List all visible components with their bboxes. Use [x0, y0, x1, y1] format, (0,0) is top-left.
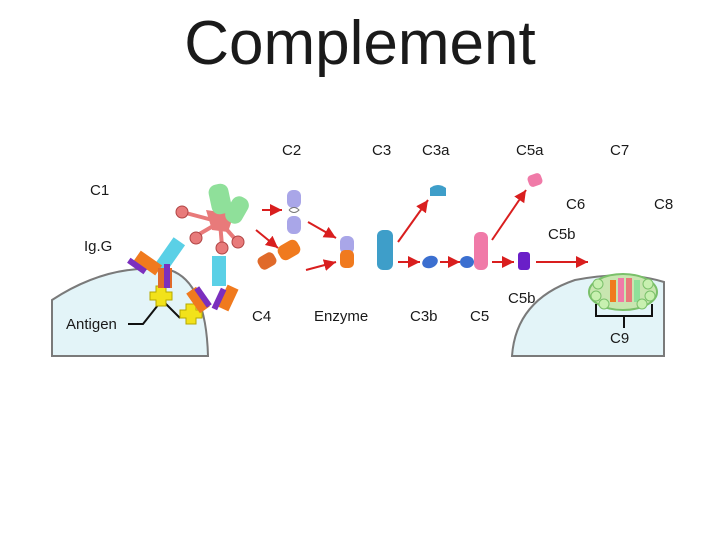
c3-protein-icon	[377, 230, 393, 270]
c9-membrane-attack-complex-icon	[588, 273, 658, 311]
label-igg: Ig.G	[84, 238, 113, 255]
label-antigen: Antigen	[66, 316, 117, 333]
igg-antibody-icon	[127, 237, 239, 314]
label-c7: C7	[610, 142, 630, 159]
label-c1: C1	[90, 182, 110, 199]
c5-protein-icon	[460, 232, 488, 270]
label-c3b: C3b	[410, 308, 438, 325]
label-enzyme: Enzyme	[314, 308, 369, 325]
label-c9: C9	[610, 330, 630, 347]
c3a-fragment-icon	[430, 185, 446, 196]
label-c4: C4	[252, 308, 272, 325]
c9-bracket	[595, 304, 653, 328]
c1-complex-icon	[175, 183, 249, 255]
label-c8: C8	[654, 196, 674, 213]
label-c3: C3	[372, 142, 392, 159]
label-c5a: C5a	[516, 142, 544, 159]
label-c6: C6	[566, 196, 586, 213]
antigen-pointer	[128, 298, 181, 325]
label-c5: C5	[470, 308, 490, 325]
label-c2: C2	[282, 142, 302, 159]
label-c5b-mid: C5b	[508, 290, 536, 307]
c2-protein-icon	[287, 190, 301, 234]
c5b-fragment-icon	[518, 252, 530, 270]
enzyme-icon	[340, 236, 354, 268]
page-title: Complement	[184, 9, 536, 78]
reaction-arrows	[255, 189, 588, 271]
antigen-icon	[149, 285, 203, 325]
c5a-fragment-icon	[527, 173, 543, 187]
c3b-fragment-icon	[422, 255, 438, 269]
label-c5b-top: C5b	[548, 226, 576, 243]
label-c3a: C3a	[422, 142, 450, 159]
c4-protein-icon	[257, 239, 301, 270]
